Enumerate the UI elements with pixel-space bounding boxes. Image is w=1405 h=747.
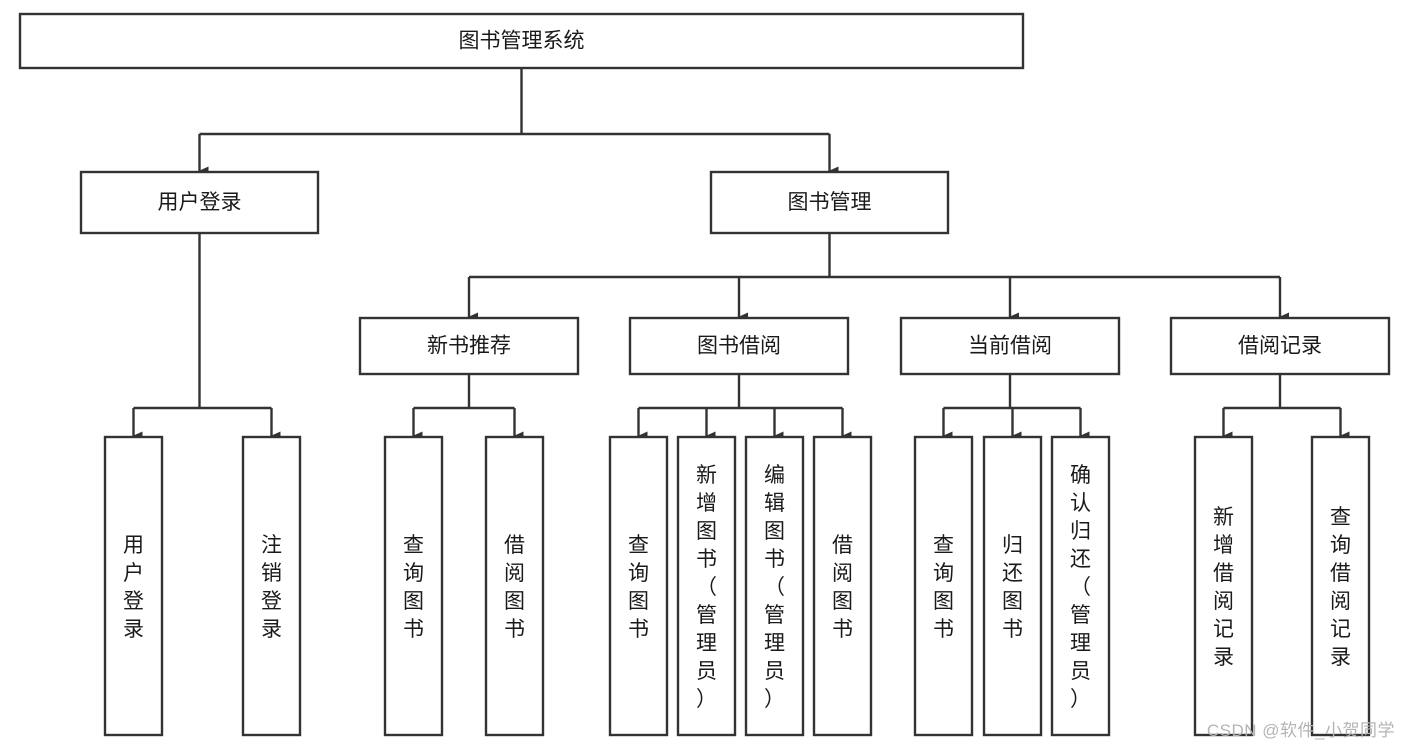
connector-bookmgmt-to-level3 xyxy=(467,233,1290,322)
node-leaf-return-book[interactable]: 归还图书 xyxy=(982,435,1043,737)
node-current-borrow-label: 当前借阅 xyxy=(968,335,1052,358)
nodes-layer: 图书管理系统用户登录图书管理新书推荐图书借阅当前借阅借阅记录用户登录注销登录查询… xyxy=(18,12,1391,737)
node-leaf-query-borrow-record[interactable]: 查询借阅记录 xyxy=(1310,435,1371,737)
node-leaf-query-book-current[interactable]: 查询图书 xyxy=(913,435,974,737)
node-leaf-return-book-label: 归还图书 xyxy=(1002,534,1023,641)
node-leaf-query-book-recommend-label: 查询图书 xyxy=(403,534,424,641)
node-new-book-recommend-label: 新书推荐 xyxy=(427,335,511,358)
node-leaf-add-borrow-record-label: 新增借阅记录 xyxy=(1213,506,1234,669)
node-user-login-label: 用户登录 xyxy=(158,191,242,214)
node-leaf-edit-book-admin-label: 编辑图书（管理员） xyxy=(764,464,785,711)
node-leaf-edit-book-admin[interactable]: 编辑图书（管理员） xyxy=(744,435,805,737)
node-borrow-record-label: 借阅记录 xyxy=(1238,335,1322,358)
node-leaf-edit-book-admin-box[interactable] xyxy=(744,435,805,737)
node-book-borrow[interactable]: 图书借阅 xyxy=(628,316,850,376)
node-leaf-query-book-recommend[interactable]: 查询图书 xyxy=(383,435,444,737)
watermark-label: CSDN @软件_小贺同学 xyxy=(1206,721,1395,740)
node-leaf-user-login[interactable]: 用户登录 xyxy=(103,435,164,737)
node-current-borrow[interactable]: 当前借阅 xyxy=(899,316,1121,376)
node-book-borrow-box[interactable] xyxy=(628,316,850,376)
node-leaf-borrow-book-recommend-box[interactable] xyxy=(484,435,545,737)
node-leaf-query-book-borrow-box[interactable] xyxy=(608,435,669,737)
node-borrow-record-box[interactable] xyxy=(1169,316,1391,376)
connectors-layer xyxy=(132,68,1350,441)
node-leaf-add-borrow-record[interactable]: 新增借阅记录 xyxy=(1193,435,1254,737)
node-leaf-user-login-label: 用户登录 xyxy=(123,534,144,641)
node-borrow-record[interactable]: 借阅记录 xyxy=(1169,316,1391,376)
node-leaf-add-borrow-record-box[interactable] xyxy=(1193,435,1254,737)
node-new-book-recommend-box[interactable] xyxy=(358,316,580,376)
node-leaf-add-book-admin[interactable]: 新增图书（管理员） xyxy=(676,435,737,737)
node-book-borrow-label: 图书借阅 xyxy=(697,335,781,358)
node-current-borrow-box[interactable] xyxy=(899,316,1121,376)
node-root-label: 图书管理系统 xyxy=(459,30,585,53)
node-leaf-add-book-admin-box[interactable] xyxy=(676,435,737,737)
node-new-book-recommend[interactable]: 新书推荐 xyxy=(358,316,580,376)
node-leaf-logout-login[interactable]: 注销登录 xyxy=(241,435,302,737)
connector-user-login-to-leaves xyxy=(132,233,281,441)
node-leaf-borrow-book-recommend-label: 借阅图书 xyxy=(504,534,525,641)
node-leaf-query-borrow-record-label: 查询借阅记录 xyxy=(1330,506,1351,669)
node-user-login[interactable]: 用户登录 xyxy=(79,170,320,235)
connector-current-borrow-to-leaves xyxy=(942,374,1090,441)
node-leaf-return-book-box[interactable] xyxy=(982,435,1043,737)
node-leaf-logout-login-box[interactable] xyxy=(241,435,302,737)
node-root[interactable]: 图书管理系统 xyxy=(18,12,1025,70)
node-leaf-query-book-recommend-box[interactable] xyxy=(383,435,444,737)
connector-borrow-record-to-leaves xyxy=(1222,374,1350,441)
node-leaf-borrow-book-label: 借阅图书 xyxy=(832,534,853,641)
node-leaf-borrow-book-recommend[interactable]: 借阅图书 xyxy=(484,435,545,737)
connector-new-book-recommend-to-leaves xyxy=(412,374,524,441)
node-book-management[interactable]: 图书管理 xyxy=(709,170,950,235)
node-leaf-confirm-return-admin[interactable]: 确认归还（管理员） xyxy=(1050,435,1111,737)
node-book-management-box[interactable] xyxy=(709,170,950,235)
node-leaf-query-book-current-label: 查询图书 xyxy=(933,534,954,641)
node-leaf-confirm-return-admin-box[interactable] xyxy=(1050,435,1111,737)
node-leaf-borrow-book[interactable]: 借阅图书 xyxy=(812,435,873,737)
node-leaf-query-book-current-box[interactable] xyxy=(913,435,974,737)
node-leaf-query-borrow-record-box[interactable] xyxy=(1310,435,1371,737)
node-leaf-query-book-borrow[interactable]: 查询图书 xyxy=(608,435,669,737)
connector-root-to-level2 xyxy=(198,68,839,176)
node-leaf-logout-login-label: 注销登录 xyxy=(261,534,282,641)
node-leaf-borrow-book-box[interactable] xyxy=(812,435,873,737)
node-book-management-label: 图书管理 xyxy=(788,191,872,214)
node-root-box[interactable] xyxy=(18,12,1025,70)
connector-book-borrow-to-leaves xyxy=(637,374,852,441)
node-leaf-user-login-box[interactable] xyxy=(103,435,164,737)
node-leaf-confirm-return-admin-label: 确认归还（管理员） xyxy=(1070,464,1091,711)
node-leaf-add-book-admin-label: 新增图书（管理员） xyxy=(696,464,717,711)
node-user-login-box[interactable] xyxy=(79,170,320,235)
node-leaf-query-book-borrow-label: 查询图书 xyxy=(628,534,649,641)
